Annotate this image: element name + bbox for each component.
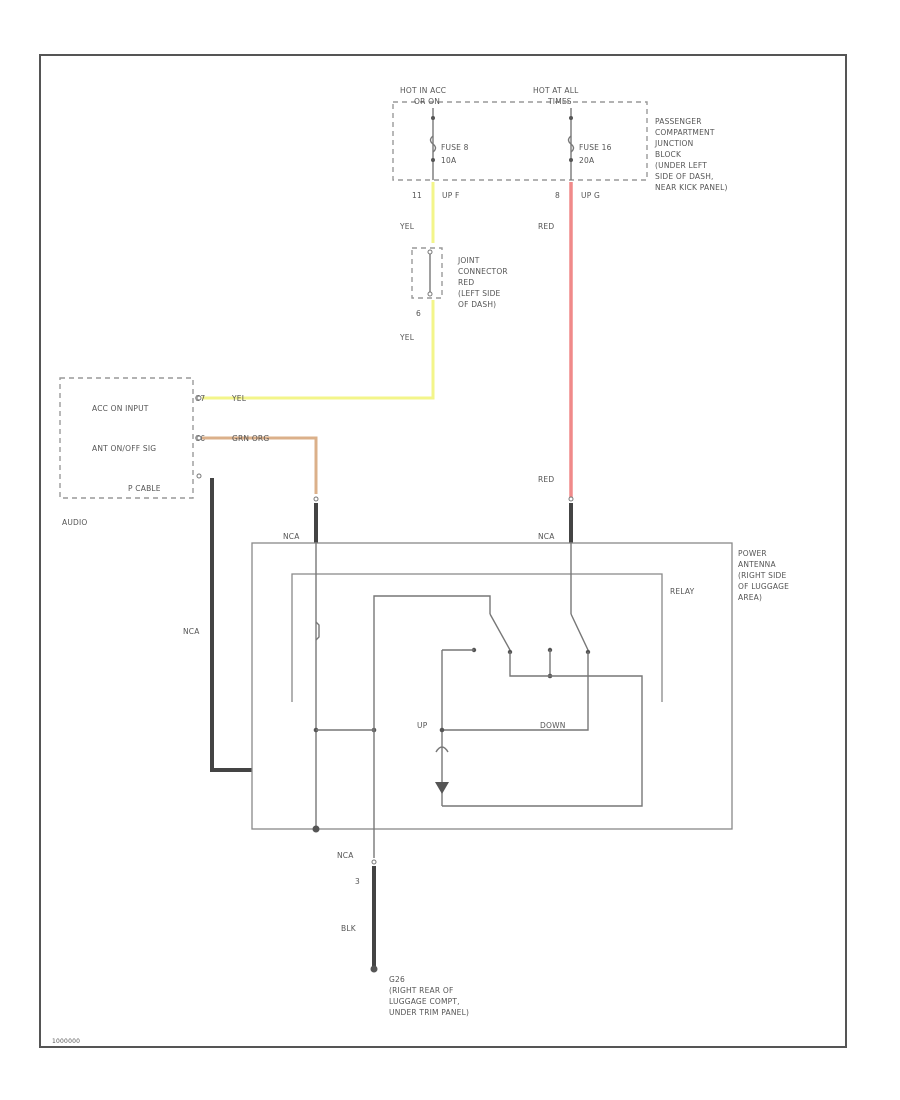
audio-unit: ACC ON INPUT ANT ON/OFF SIG P CABLE C7 C…: [59, 377, 205, 527]
relay-label: RELAY: [670, 587, 695, 596]
joint-connector-label-line: CONNECTOR: [458, 267, 508, 276]
junction-block-outline: [392, 101, 648, 181]
motor-symbol-icon: [435, 782, 449, 794]
yel-wire-top-label: YEL: [399, 222, 415, 231]
fuse-16-bottom-terminal: [569, 158, 573, 162]
grn-org-wire: [202, 436, 318, 494]
fuse-16-symbol: [567, 135, 575, 153]
junction-block-label-line: SIDE OF DASH,: [655, 172, 714, 181]
grn-org-label: GRN ORG: [232, 434, 269, 443]
fuse-8-top-terminal: [431, 116, 435, 120]
junction-block-label-line: JUNCTION: [654, 139, 693, 148]
switch-left-return: [442, 652, 643, 807]
power-antenna-outline: [251, 542, 733, 830]
audio-acc-terminal: [196, 395, 202, 401]
fuse-8-bottom-terminal: [431, 158, 435, 162]
audio-ant-terminal: [196, 435, 202, 441]
diagram-code: 1000000: [52, 1038, 80, 1045]
ground-connector-terminal: [371, 859, 377, 865]
junction-block-label-line: NEAR KICK PANEL): [655, 183, 728, 192]
junction-block-label-line: COMPARTMENT: [655, 128, 715, 137]
power-antenna-label-line: ANTENNA: [738, 560, 776, 569]
nca-right-label: NCA: [538, 532, 555, 541]
relay-switch-left-blade: [489, 613, 511, 651]
joint-connector-label-line: JOINT: [457, 256, 480, 265]
ground-label-line: (RIGHT REAR OF: [389, 986, 453, 995]
limit-switch-icon: [435, 746, 449, 753]
fuse-16-name: FUSE 16: [579, 143, 612, 152]
diagram-frame: [39, 54, 847, 1048]
motor-up-node: [439, 727, 445, 733]
joint-connector-outline: [411, 247, 443, 299]
joint-connector-label-line: OF DASH): [458, 300, 496, 309]
relay-outline: [291, 573, 663, 702]
junction-block-description: PASSENGER COMPARTMENT JUNCTION BLOCK (UN…: [654, 117, 728, 192]
hot-at-all-sub-label: TIMES: [547, 97, 572, 106]
nca-left-label: NCA: [283, 532, 300, 541]
fuse-8-name: FUSE 8: [441, 143, 469, 152]
fuse-16-top-terminal: [569, 116, 573, 120]
ground-description: G26 (RIGHT REAR OF LUGGAGE COMPT, UNDER …: [389, 975, 469, 1017]
motor-down-line: [442, 652, 589, 731]
junction-block-label-line: BLOCK: [655, 150, 682, 159]
blk-label: BLK: [341, 924, 357, 933]
down-label: DOWN: [540, 721, 566, 730]
up-label: UP: [417, 721, 428, 730]
fuse-16-amperage: 20A: [579, 156, 595, 165]
ground-label-line: UNDER TRIM PANEL): [389, 1008, 469, 1017]
power-antenna-unit: POWER ANTENNA (RIGHT SIDE OF LUGGAGE ARE…: [251, 542, 789, 830]
power-antenna-label-line: POWER: [738, 549, 767, 558]
ant-on-off-sig-label: ANT ON/OFF SIG: [92, 444, 156, 453]
ground-circuit: NCA 3 BLK G26 (RIGHT REAR OF LUGGAGE COM…: [312, 825, 469, 1017]
yel-wire-audio-label: YEL: [231, 394, 247, 403]
joint-connector-top-terminal: [427, 249, 433, 255]
junction-block-label-line: (UNDER LEFT: [655, 161, 707, 170]
fuse-8-symbol: [429, 135, 437, 153]
joint-connector-description: JOINT CONNECTOR RED (LEFT SIDE OF DASH): [457, 256, 508, 309]
pin-8-label: 8: [555, 191, 560, 200]
fuse-8-amperage: 10A: [441, 156, 457, 165]
relay-coil-symbol: [315, 621, 320, 641]
connector-up-g-label: UP G: [581, 191, 600, 200]
red-wire-bottom-label: RED: [538, 475, 554, 484]
joint-connector-label-line: (LEFT SIDE: [458, 289, 501, 298]
red-wire-connector-terminal: [568, 496, 574, 502]
red-wire-top-label: RED: [538, 222, 554, 231]
junction-block: HOT IN ACC OR ON HOT AT ALL TIMES FUSE 8…: [392, 86, 728, 200]
grn-org-wire-circuit: GRN ORG NCA: [202, 434, 319, 543]
audio-p-cable-terminal: [196, 473, 202, 479]
yel-wire-bottom-label: YEL: [399, 333, 415, 342]
audio-unit-outline: [59, 377, 194, 499]
yellow-wire-circuit: YEL JOINT CONNECTOR RED (LEFT SIDE OF DA…: [202, 182, 508, 403]
ground-label-line: LUGGAGE COMPT,: [389, 997, 460, 1006]
ground-label-line: G26: [389, 975, 405, 984]
relay-switch-right-blade: [570, 613, 589, 651]
joint-connector-pin-label: 6: [416, 309, 421, 318]
power-antenna-description: POWER ANTENNA (RIGHT SIDE OF LUGGAGE ARE…: [738, 549, 789, 602]
joint-connector-label-line: RED: [458, 278, 474, 287]
junction-block-label-line: PASSENGER: [655, 117, 702, 126]
p-cable-label: P CABLE: [128, 484, 161, 493]
p-cable-wire: [210, 478, 252, 772]
joint-connector-bottom-terminal: [427, 291, 433, 297]
audio-unit-name: AUDIO: [62, 518, 88, 527]
connector-up-f-label: UP F: [442, 191, 460, 200]
hot-in-acc-label: HOT IN ACC: [400, 86, 446, 95]
ground-pin-label: 3: [355, 877, 360, 886]
pin-11-label: 11: [412, 191, 422, 200]
splice-node: [312, 825, 320, 833]
ground-point-icon: [370, 965, 378, 973]
nca-side-label: NCA: [183, 627, 200, 636]
acc-on-input-label: ACC ON INPUT: [92, 404, 149, 413]
grn-org-connector-terminal: [313, 496, 319, 502]
switch-common-wire: [373, 595, 491, 829]
power-antenna-label-line: (RIGHT SIDE: [738, 571, 787, 580]
hot-at-all-label: HOT AT ALL: [533, 86, 579, 95]
power-antenna-label-line: AREA): [738, 593, 762, 602]
nca-bottom-label: NCA: [337, 851, 354, 860]
red-wire-circuit: RED RED NCA: [538, 182, 574, 543]
hot-in-acc-sub-label: OR ON: [414, 97, 440, 106]
power-antenna-label-line: OF LUGGAGE: [738, 582, 789, 591]
